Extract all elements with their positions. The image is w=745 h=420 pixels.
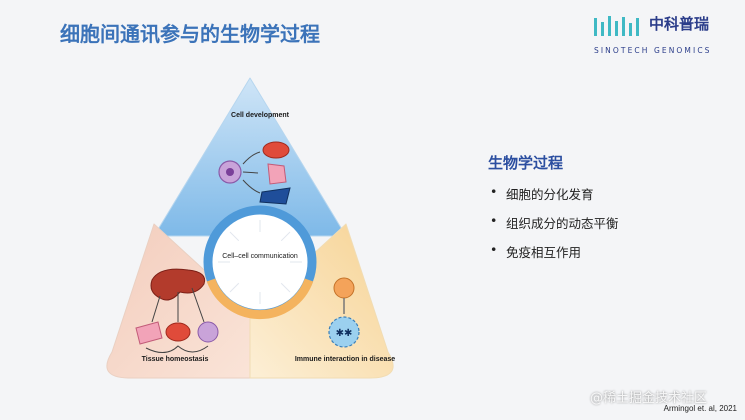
tissue-homeostasis-label: Tissue homeostasis	[141, 356, 209, 363]
blue-differentiated-cell	[259, 187, 291, 205]
list-item: 细胞的分化发育	[488, 184, 718, 203]
logo-name-en: SINOTECH GENOMICS	[594, 46, 712, 55]
immune-cell	[333, 277, 355, 299]
liver-icon	[150, 268, 206, 301]
logo-name-cn: 中科普瑞	[649, 15, 710, 33]
pink-tissue-cell	[135, 321, 163, 345]
arrow-icon	[242, 179, 261, 194]
purple-tissue-cell	[197, 321, 219, 343]
cell-communication-label: Cell–cell communication	[222, 253, 298, 260]
side-panel: 生物学过程 细胞的分化发育 组织成分的动态平衡 免疫相互作用	[488, 152, 718, 271]
arrow-icon	[242, 151, 261, 165]
svg-text:✱✱: ✱✱	[336, 328, 353, 339]
process-diagram: ✱✱	[106, 77, 394, 379]
citation: Armingol et. al, 2021	[663, 404, 737, 413]
logo-bars-icon	[594, 16, 639, 36]
process-list: 细胞的分化发育 组织成分的动态平衡 免疫相互作用	[488, 184, 718, 261]
side-heading: 生物学过程	[488, 154, 564, 172]
cell-development-label: Cell development	[231, 112, 289, 119]
arrow-icon	[242, 171, 259, 174]
target-cell	[328, 316, 360, 348]
list-item: 组织成分的动态平衡	[488, 213, 718, 232]
list-item: 免疫相互作用	[488, 242, 718, 261]
red-differentiated-cell	[262, 141, 290, 159]
red-tissue-cell	[165, 322, 191, 342]
pink-differentiated-cell	[267, 163, 287, 185]
immune-interaction-label: Immune interaction in disease	[294, 356, 396, 363]
company-logo: 中科普瑞 SINOTECH GENOMICS	[592, 12, 732, 62]
slide-title: 细胞间通讯参与的生物学过程	[60, 22, 320, 46]
watermark: @稀土掘金技术社区	[590, 391, 708, 406]
